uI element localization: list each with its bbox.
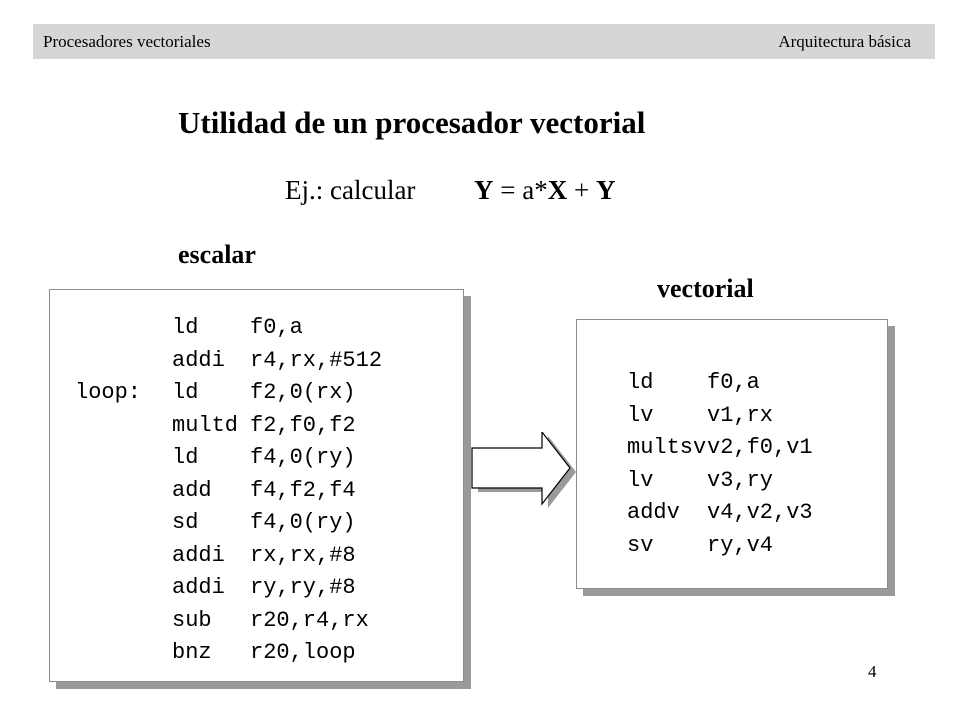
code-opcode: multsv (627, 435, 707, 460)
code-opcode: lv (627, 467, 654, 493)
escalar-code-box (49, 289, 464, 682)
vectorial-code-box (576, 319, 888, 589)
code-label: loop: (75, 380, 142, 405)
code-operands: v2,f0,v1 (707, 435, 813, 460)
code-operands: f2,f0,f2 (250, 412, 356, 438)
code-line: add f4,f2,f4 (75, 475, 382, 508)
code-opcode: addi (172, 542, 225, 568)
code-opcode: ld (172, 315, 199, 340)
equation-x: X (547, 175, 568, 205)
code-line: bnz r20,loop (75, 637, 382, 670)
code-opcode: ld (172, 380, 199, 405)
code-opcode: sub (172, 607, 212, 633)
code-operands: f0,a (707, 370, 760, 395)
escalar-code-list: ld f0,a addi r4,rx,#512 loop: ld f2,0(rx) multd… (75, 312, 382, 670)
page-number: 4 (868, 662, 877, 681)
code-line: ld f0,a (75, 312, 382, 345)
escalar-heading: escalar (178, 240, 256, 269)
header-section-title: Arquitectura básica (778, 32, 911, 51)
code-operands: f4,0(ry) (250, 445, 356, 470)
code-opcode: addi (172, 347, 225, 373)
header-course-title: Procesadores vectoriales (43, 32, 211, 51)
code-line: loop: ld f2,0(rx) (75, 377, 382, 410)
code-operands: ry,ry,#8 (250, 575, 356, 600)
header-bar: Procesadores vectoriales Arquitectura bá… (33, 24, 935, 59)
code-opcode: add (172, 477, 212, 503)
code-opcode: lv (627, 402, 654, 428)
code-line: addv v4,v2,v3 (627, 497, 813, 530)
code-opcode: sv (627, 532, 654, 558)
code-line: sub r20,r4,rx (75, 605, 382, 638)
vectorial-heading: vectorial (657, 274, 754, 303)
code-line: ld f4,0(ry) (75, 442, 382, 475)
code-operands: f4,f2,f4 (250, 477, 356, 503)
equation-formula: Y = a*X + Y (474, 175, 615, 206)
code-operands: rx,rx,#8 (250, 542, 356, 568)
code-line: addi r4,rx,#512 (75, 345, 382, 378)
code-operands: r4,rx,#512 (250, 347, 383, 373)
code-opcode: bnz (172, 640, 212, 665)
equation-y-lhs: Y (474, 175, 494, 205)
arrow-body (471, 430, 571, 506)
code-opcode: multd (172, 412, 239, 438)
code-operands: f2,0(rx) (250, 380, 356, 405)
code-opcode: sd (172, 510, 199, 535)
equation-label: Ej.: calcular (285, 175, 416, 205)
equation-y-rhs: Y (595, 175, 616, 205)
code-line: sv ry,v4 (627, 530, 813, 563)
page-title: Utilidad de un procesador vectorial (178, 105, 646, 140)
code-line: multd f2,f0,f2 (75, 410, 382, 443)
code-operands: f0,a (250, 315, 303, 340)
code-operands: v1,rx (707, 402, 774, 428)
code-opcode: ld (627, 370, 654, 395)
code-line: addi rx,rx,#8 (75, 540, 382, 573)
code-operands: v4,v2,v3 (707, 500, 813, 525)
code-line: lv v1,rx (627, 400, 813, 433)
equation-part-2: + (567, 175, 596, 205)
right-arrow-icon (470, 430, 578, 512)
code-opcode: ld (172, 445, 199, 470)
code-opcode: addi (172, 575, 225, 600)
code-line: lv v3,ry (627, 465, 813, 498)
code-line: addi ry,ry,#8 (75, 572, 382, 605)
code-operands: r20,r4,rx (250, 607, 369, 633)
code-opcode: addv (627, 500, 680, 525)
equation-part-1: = a* (493, 175, 548, 205)
code-operands: f4,0(ry) (250, 510, 356, 535)
code-line: multsvv2,f0,v1 (627, 432, 813, 465)
code-line: ld f0,a (627, 367, 813, 400)
code-operands: ry,v4 (707, 532, 774, 558)
code-operands: v3,ry (707, 467, 774, 493)
code-line: sd f4,0(ry) (75, 507, 382, 540)
code-operands: r20,loop (250, 640, 356, 665)
